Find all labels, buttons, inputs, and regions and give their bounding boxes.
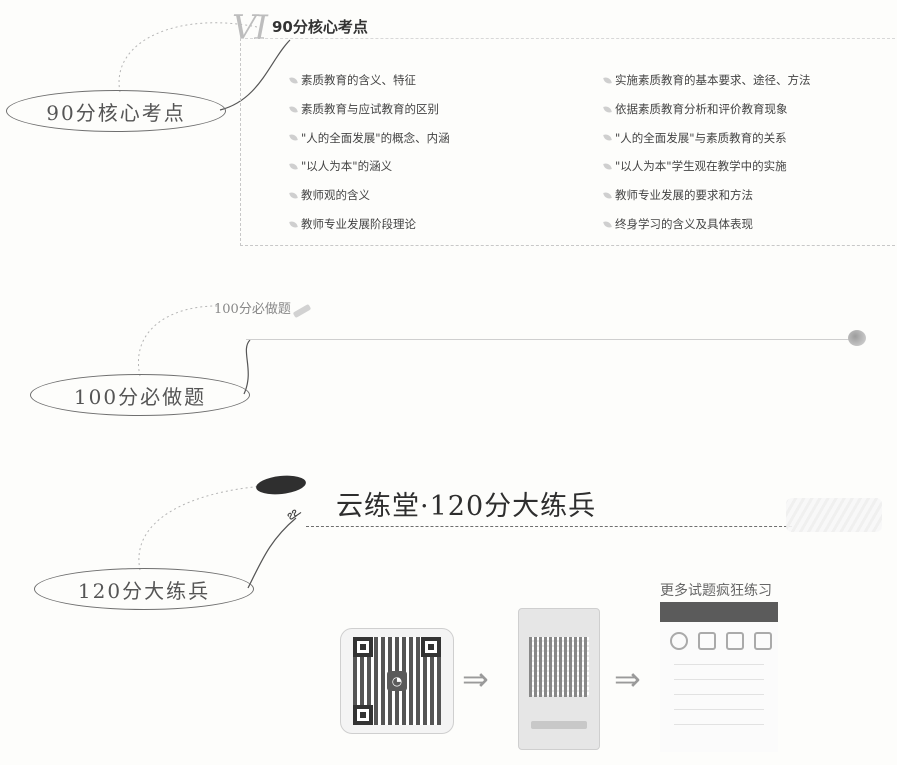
circle-icon <box>670 632 688 650</box>
app-icon-row <box>670 632 772 650</box>
phone-scan-screen <box>518 608 600 750</box>
points-left-column: 素质教育的含义、特征 素质教育与应试教育的区别 "人的全面发展"的概念、内涵 "… <box>289 66 450 239</box>
leaf-icon <box>289 162 298 172</box>
list-item: "以人为本"的涵义 <box>289 152 450 181</box>
scan-bar <box>531 721 587 729</box>
connector-curve-3b <box>247 517 297 589</box>
app-list-rows <box>674 664 764 739</box>
section-title-90: 90分核心考点 <box>272 18 368 36</box>
qr-finder-icon <box>421 637 441 657</box>
end-marker-icon <box>848 330 866 346</box>
points-box <box>240 38 895 246</box>
list-item: "人的全面发展"的概念、内涵 <box>289 124 450 153</box>
list-item: 依据素质教育分析和评价教育现象 <box>603 95 811 124</box>
circle-icon <box>754 632 772 650</box>
divider-line <box>246 339 850 340</box>
leaf-icon <box>289 191 298 200</box>
points-right-column: 实施素质教育的基本要求、途径、方法 依据素质教育分析和评价教育现象 "人的全面发… <box>603 66 811 239</box>
list-item: 教师专业发展的要求和方法 <box>603 181 811 210</box>
qr-code-icon: ◔ <box>353 637 441 725</box>
circle-icon <box>726 632 744 650</box>
list-item: 素质教育的含义、特征 <box>289 66 450 95</box>
list-item: 教师观的含义 <box>289 181 450 210</box>
section-title-120: 云练堂·120分大练兵 <box>336 491 597 522</box>
circle-icon <box>698 632 716 650</box>
decoration-icon <box>786 498 882 532</box>
list-item: 终身学习的含义及具体表现 <box>603 210 811 239</box>
topic-oval-120: 120分大练兵 <box>34 568 254 610</box>
topic-oval-90: 90分核心考点 <box>6 90 226 132</box>
list-item: "以人为本"学生观在教学中的实施 <box>603 152 811 181</box>
leaf-icon <box>603 104 612 114</box>
app-screen-preview <box>660 602 778 752</box>
connector-curve-3 <box>138 485 265 571</box>
more-practice-title: 更多试题疯狂练习 <box>660 583 772 599</box>
section-title-100: 100分必做题 <box>214 302 291 317</box>
leaf-icon <box>289 133 298 143</box>
leaf-icon <box>603 191 612 200</box>
app-logo-icon: ◔ <box>387 671 407 691</box>
leaf-icon <box>603 220 612 229</box>
list-item: "人的全面发展"与素质教育的关系 <box>603 124 811 153</box>
leaf-icon <box>289 76 298 85</box>
list-item: 实施素质教育的基本要求、途径、方法 <box>603 66 811 95</box>
leaf-icon <box>603 133 612 143</box>
roman-numeral: VI <box>232 8 268 48</box>
arrow-right-icon: ⇒ <box>462 660 489 698</box>
qr-code-card[interactable]: ◔ <box>340 628 454 734</box>
connector-curve-1b <box>219 39 291 111</box>
connector-curve-2b <box>243 339 251 395</box>
qr-code-icon <box>529 637 589 697</box>
topic-oval-100: 100分必做题 <box>30 374 250 416</box>
leaf-icon <box>603 162 612 172</box>
connector-curve-2 <box>138 305 221 377</box>
app-header-bar <box>660 602 778 622</box>
dashed-divider <box>306 526 792 527</box>
leaf-icon <box>603 76 612 85</box>
list-item: 教师专业发展阶段理论 <box>289 210 450 239</box>
leaf-icon <box>289 104 298 114</box>
qr-finder-icon <box>353 637 373 657</box>
leaf-icon <box>289 220 298 229</box>
qr-finder-icon <box>353 705 373 725</box>
list-item: 素质教育与应试教育的区别 <box>289 95 450 124</box>
arrow-right-icon: ⇒ <box>614 660 641 698</box>
